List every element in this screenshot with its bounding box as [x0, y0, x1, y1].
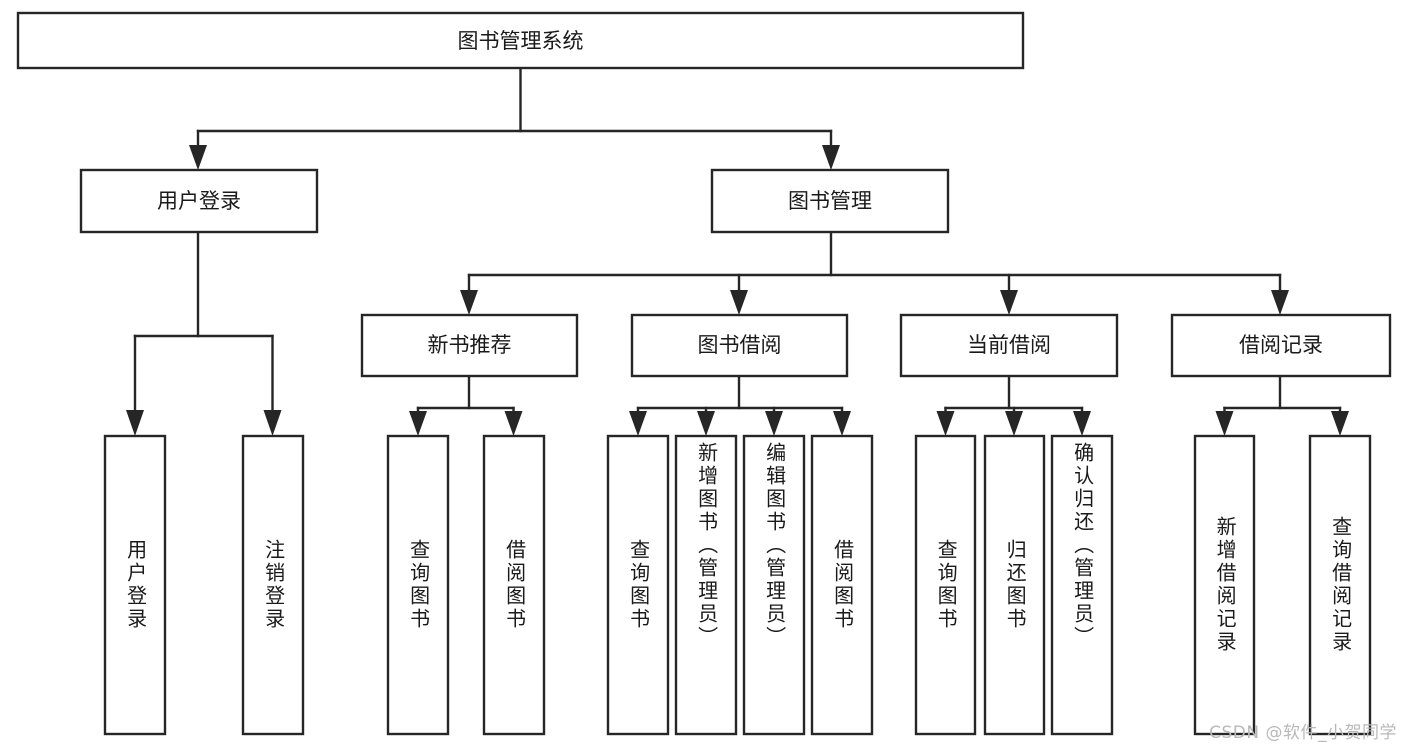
connector-group-book-management — [460, 230, 1289, 315]
connector-group-user-login — [126, 230, 282, 436]
node-box-book-management[interactable] — [710, 168, 950, 234]
node-box-new-book-recommend[interactable] — [360, 313, 579, 378]
node-box-leaf-query-record[interactable] — [1308, 434, 1372, 736]
node-label-new-book-recommend: 新书推荐 — [428, 333, 512, 357]
arrow-head-book-management — [822, 145, 840, 170]
node-box-root[interactable] — [16, 11, 1025, 70]
node-box-leaf-edit-book[interactable] — [742, 434, 806, 736]
arrow-head-user-login — [189, 145, 207, 170]
node-label-user-login: 用户登录 — [157, 189, 241, 213]
node-label-book-management: 图书管理 — [788, 189, 872, 213]
node-label-root: 图书管理系统 — [458, 29, 584, 53]
node-box-leaf-logout[interactable] — [241, 434, 305, 736]
connector-group-current-borrow — [936, 374, 1091, 436]
watermark-text: CSDN @软件_小贺同学 — [1209, 723, 1397, 743]
arrow-head-new-book-recommend — [460, 290, 478, 315]
node-box-leaf-return-book[interactable] — [983, 434, 1046, 736]
node-box-leaf-borrow-book-2[interactable] — [810, 434, 874, 736]
arrow-head-leaf-query-record — [1331, 411, 1349, 436]
arrow-head-leaf-query-book-1 — [409, 411, 427, 436]
arrow-head-leaf-edit-book — [765, 411, 783, 436]
arrow-head-leaf-borrow-book-1 — [504, 411, 523, 436]
node-box-leaf-query-book-2[interactable] — [606, 434, 670, 736]
arrow-head-leaf-add-book — [697, 411, 715, 436]
arrow-head-leaf-user-login — [126, 410, 144, 436]
node-box-current-borrow[interactable] — [899, 313, 1119, 378]
node-box-leaf-user-login[interactable] — [103, 434, 167, 736]
node-box-book-borrow[interactable] — [630, 313, 849, 378]
arrow-head-leaf-return-book — [1005, 411, 1023, 436]
node-label-current-borrow: 当前借阅 — [967, 333, 1051, 357]
arrow-head-current-borrow — [1000, 290, 1018, 315]
arrow-head-leaf-query-book-2 — [629, 411, 647, 436]
arrow-head-leaf-query-book-3 — [936, 411, 955, 436]
connector-group-new-book-recommend — [409, 374, 523, 436]
node-box-leaf-query-book-3[interactable] — [914, 434, 977, 736]
connector-group-book-borrow — [629, 374, 851, 436]
arrow-head-leaf-logout — [263, 410, 282, 436]
arrow-head-leaf-add-record — [1215, 411, 1234, 436]
connector-group-borrow-record — [1215, 374, 1349, 436]
node-box-leaf-borrow-book-1[interactable] — [482, 434, 546, 736]
arrow-head-book-borrow — [730, 290, 748, 315]
node-box-user-login[interactable] — [79, 168, 319, 234]
arrow-head-leaf-borrow-book-2 — [833, 411, 851, 436]
node-label-book-borrow: 图书借阅 — [698, 333, 782, 357]
node-box-leaf-query-book-1[interactable] — [386, 434, 450, 736]
node-box-leaf-add-record[interactable] — [1193, 434, 1256, 736]
node-label-borrow-record: 借阅记录 — [1239, 333, 1323, 357]
connector-group-root — [189, 66, 840, 170]
arrow-head-borrow-record — [1271, 290, 1289, 315]
node-box-leaf-add-book[interactable] — [674, 434, 738, 736]
arrow-head-leaf-confirm-return — [1073, 411, 1091, 436]
node-box-borrow-record[interactable] — [1170, 313, 1392, 378]
node-box-leaf-confirm-return[interactable] — [1050, 434, 1114, 736]
